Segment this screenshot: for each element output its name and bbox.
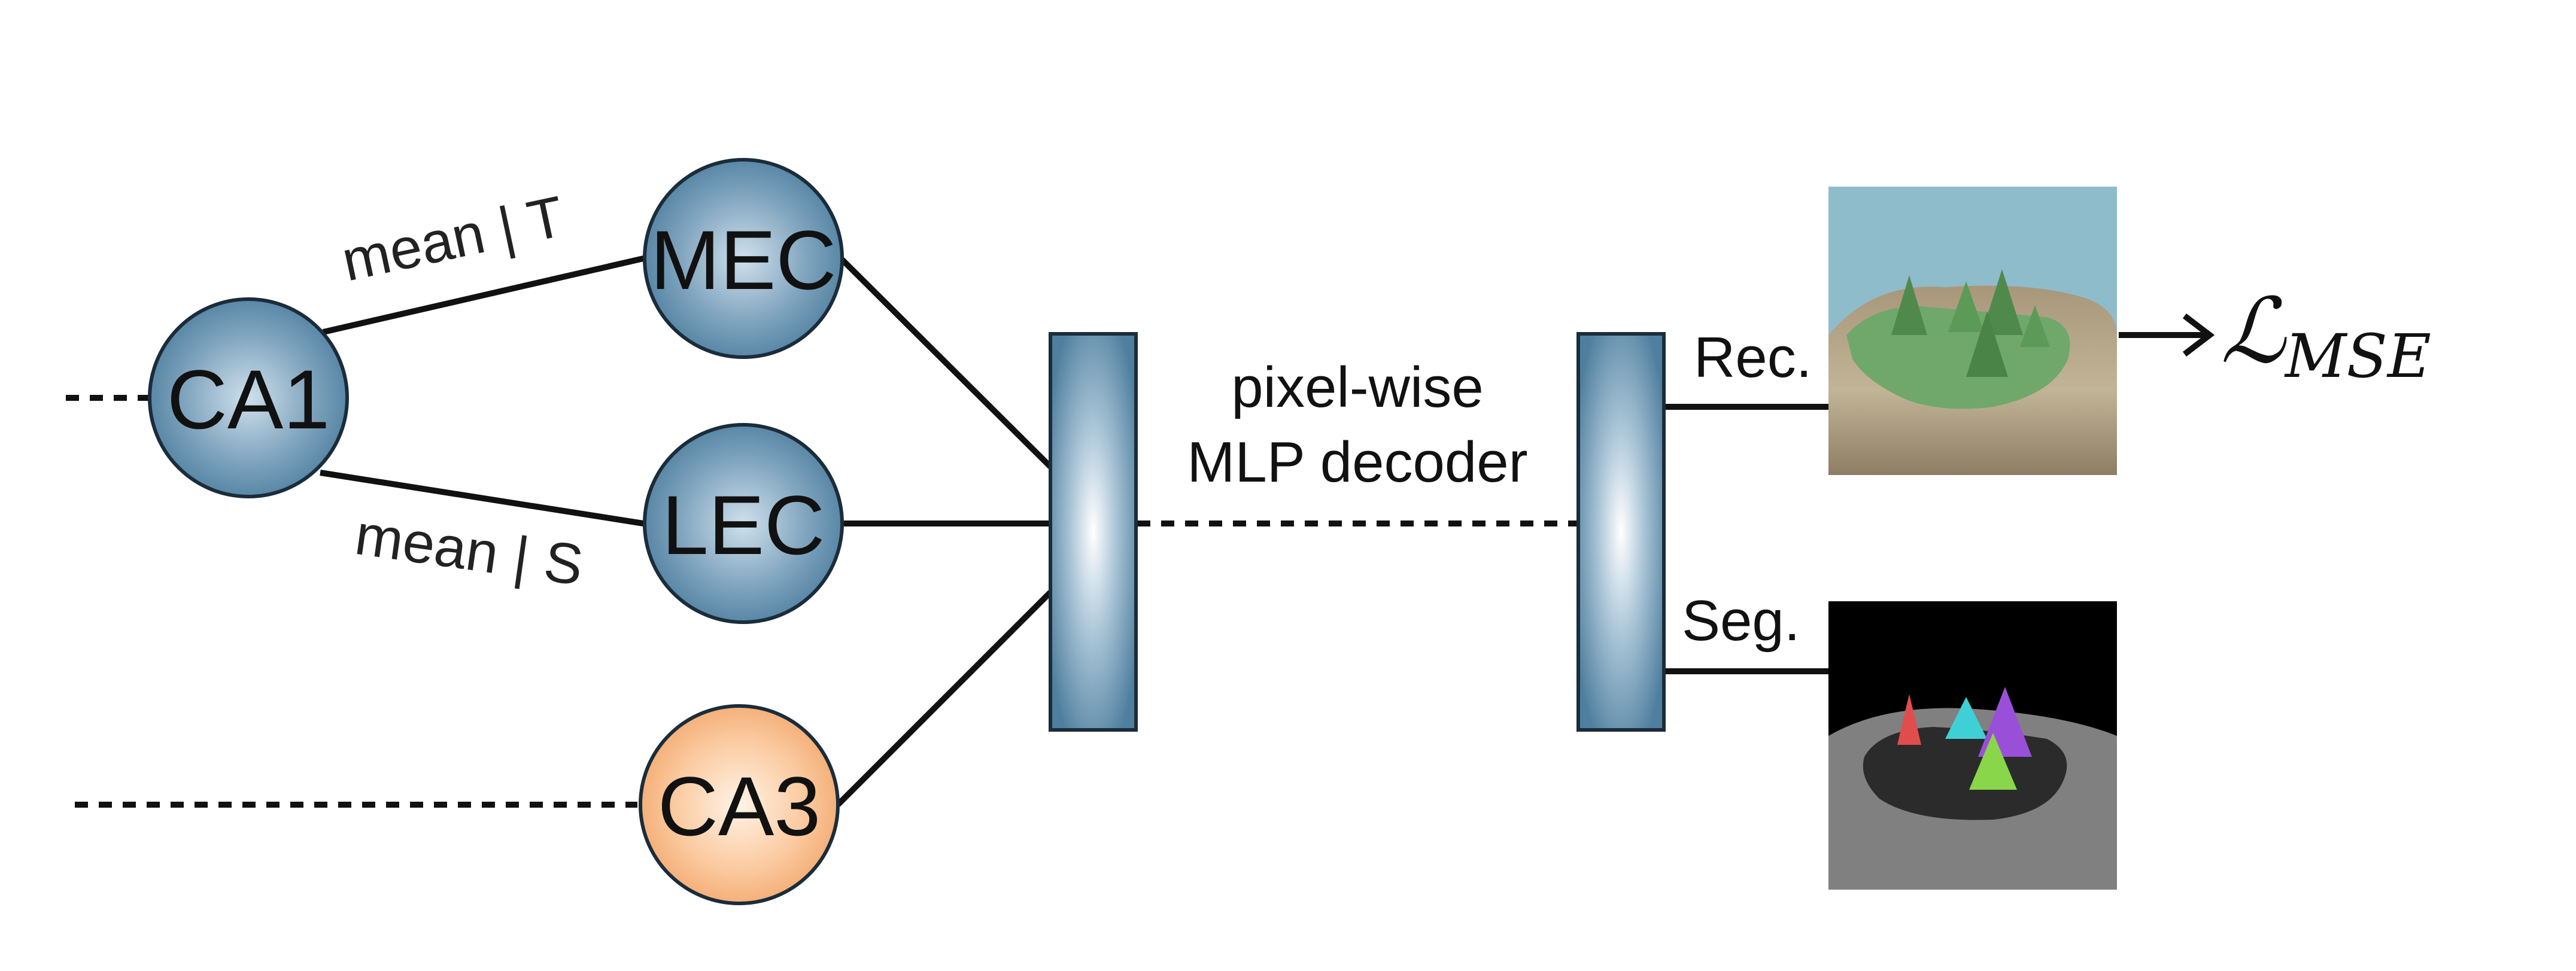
ca1-mec-edge-label: mean | T	[336, 184, 569, 294]
rec-label: Rec.	[1694, 325, 1812, 389]
seg-label: Seg.	[1682, 589, 1800, 653]
segmentation-image	[1828, 601, 2117, 890]
ca1-mec-edge	[322, 255, 645, 335]
loss-arrow-head	[2182, 313, 2215, 357]
ca1-node: CA1	[148, 297, 349, 498]
decoder-label-line2: MLP decoder	[1187, 430, 1527, 494]
mec-label: MEC	[650, 213, 836, 307]
mec-node: MEC	[643, 158, 844, 359]
decoder-label-line1: pixel-wise	[1231, 355, 1483, 419]
ca1-label: CA1	[167, 352, 330, 446]
input-block	[1049, 332, 1138, 732]
reconstruction-image	[1828, 187, 2117, 475]
ca3-node: CA3	[639, 704, 840, 905]
loss-subscript: MSE	[2284, 321, 2431, 391]
loss-label: ℒMSE	[2220, 279, 2431, 391]
ca1-lec-edge	[320, 470, 644, 526]
loss-symbol: ℒ	[2220, 279, 2287, 383]
output-block	[1576, 332, 1666, 732]
mec-encoder-edge	[839, 256, 1053, 469]
ca1-lec-edge-label: mean | S	[351, 503, 587, 598]
ca3-label: CA3	[658, 759, 821, 853]
lec-label: LEC	[662, 478, 825, 572]
ca3-encoder-edge	[836, 590, 1053, 807]
lec-node: LEC	[643, 423, 844, 624]
